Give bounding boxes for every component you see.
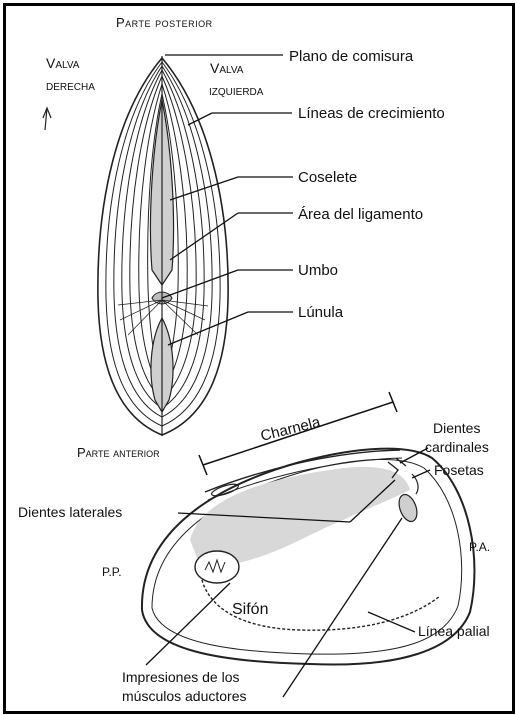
label-dientes-cardinales-2: cardinales xyxy=(425,439,489,455)
label-pa: P.A. xyxy=(469,540,490,554)
label-valva-derecha-2: derecha xyxy=(46,82,95,93)
anterior-adductor-scar xyxy=(396,492,421,524)
label-charnela: Charnela xyxy=(259,414,323,445)
label-dientes-laterales: Dientes laterales xyxy=(18,504,122,520)
label-umbo: Umbo xyxy=(298,262,338,279)
posterior-adductor-scar xyxy=(195,551,239,583)
label-valva-izquierda: Valva xyxy=(210,60,244,76)
label-parte-anterior: Parte anterior xyxy=(77,445,160,460)
label-plano-comisura: Plano de comisura xyxy=(289,48,414,65)
label-lunula: Lúnula xyxy=(298,304,344,321)
label-parte-posterior: Parte posterior xyxy=(116,15,213,30)
label-coselete: Coselete xyxy=(298,169,357,186)
label-linea-palial: Línea palial xyxy=(418,623,490,639)
label-valva-izquierda-2: izquierda xyxy=(209,87,264,98)
label-area-ligamento: Área del ligamento xyxy=(298,206,423,223)
dorsal-shell-view xyxy=(43,56,228,436)
label-impresiones-1: Impresiones de los xyxy=(122,669,240,685)
label-fosetas: Fosetas xyxy=(434,462,484,478)
label-impresiones-2: músculos aductores xyxy=(122,688,247,704)
label-lineas-crecimiento: Líneas de crecimiento xyxy=(298,105,445,122)
label-pp: P.P. xyxy=(102,565,122,579)
label-valva-derecha: Valva xyxy=(46,55,80,71)
label-sifon: Sifón xyxy=(232,601,268,618)
label-dientes-cardinales-1: Dientes xyxy=(433,420,480,436)
